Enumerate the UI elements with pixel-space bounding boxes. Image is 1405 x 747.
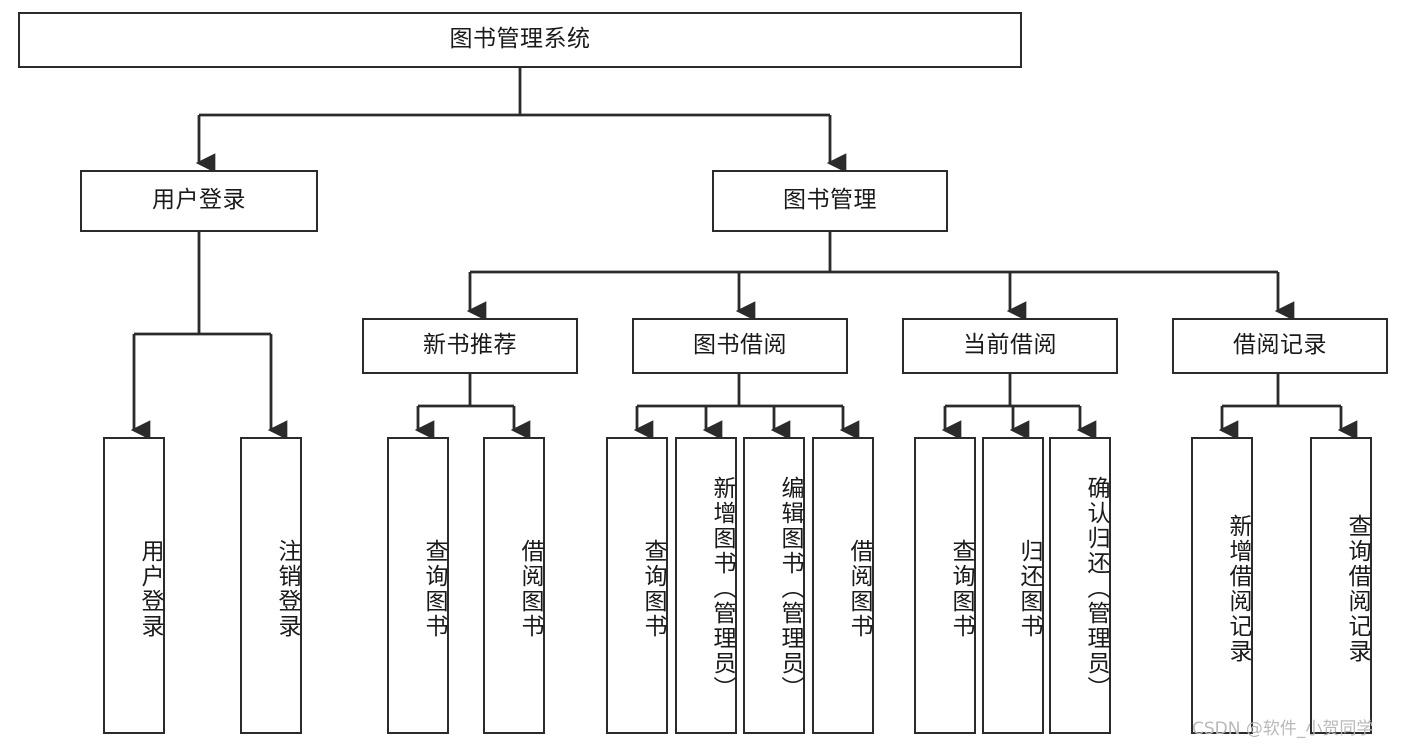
leaf-new-book-query[interactable]: 查询图书 xyxy=(387,437,449,734)
node-current-borrow[interactable]: 当前借阅 xyxy=(902,318,1118,374)
node-current-borrow-label: 当前借阅 xyxy=(963,332,1057,359)
node-borrow-record-label: 借阅记录 xyxy=(1233,332,1327,359)
leaf-book-borrow-edit[interactable]: 编辑图书（管理员） xyxy=(743,437,805,734)
leaf-borrow-record-add[interactable]: 新增借阅记录 xyxy=(1191,437,1253,734)
leaf-current-borrow-return[interactable]: 归还图书 xyxy=(982,437,1044,734)
leaf-current-borrow-query[interactable]: 查询图书 xyxy=(914,437,976,734)
leaf-book-borrow-add-label: 新增图书（管理员） xyxy=(709,476,735,701)
watermark: CSDN @软件_小贺同学 xyxy=(1192,719,1374,739)
leaf-current-borrow-confirm[interactable]: 确认归还（管理员） xyxy=(1049,437,1111,734)
leaf-borrow-record-query[interactable]: 查询借阅记录 xyxy=(1310,437,1372,734)
node-book-manage-label: 图书管理 xyxy=(783,187,877,214)
leaf-new-book-borrow[interactable]: 借阅图书 xyxy=(483,437,545,734)
node-borrow-record[interactable]: 借阅记录 xyxy=(1172,318,1388,374)
leaf-borrow-record-add-label: 新增借阅记录 xyxy=(1225,513,1251,664)
leaf-book-borrow-add[interactable]: 新增图书（管理员） xyxy=(675,437,737,734)
leaf-current-borrow-confirm-label: 确认归还（管理员） xyxy=(1083,476,1109,701)
node-book-manage[interactable]: 图书管理 xyxy=(712,170,948,232)
node-root[interactable]: 图书管理系统 xyxy=(18,12,1022,68)
node-new-book-recommend-label: 新书推荐 xyxy=(423,332,517,359)
leaf-user-login-logout-label: 注销登录 xyxy=(274,538,300,639)
leaf-user-login-logout[interactable]: 注销登录 xyxy=(240,437,302,734)
node-new-book-recommend[interactable]: 新书推荐 xyxy=(362,318,578,374)
leaf-book-borrow-lend[interactable]: 借阅图书 xyxy=(812,437,874,734)
node-book-borrow[interactable]: 图书借阅 xyxy=(632,318,848,374)
leaf-current-borrow-return-label: 归还图书 xyxy=(1016,538,1042,639)
node-root-label: 图书管理系统 xyxy=(449,26,591,53)
leaf-book-borrow-lend-label: 借阅图书 xyxy=(846,538,872,639)
leaf-user-login-login-label: 用户登录 xyxy=(137,538,163,639)
node-user-login[interactable]: 用户登录 xyxy=(80,170,318,232)
node-user-login-label: 用户登录 xyxy=(152,187,246,214)
leaf-book-borrow-query-label: 查询图书 xyxy=(640,538,666,639)
leaf-new-book-query-label: 查询图书 xyxy=(421,538,447,639)
node-book-borrow-label: 图书借阅 xyxy=(693,332,787,359)
leaf-borrow-record-query-label: 查询借阅记录 xyxy=(1344,513,1370,664)
leaf-current-borrow-query-label: 查询图书 xyxy=(948,538,974,639)
leaf-book-borrow-query[interactable]: 查询图书 xyxy=(606,437,668,734)
leaf-book-borrow-edit-label: 编辑图书（管理员） xyxy=(777,476,803,701)
leaf-user-login-login[interactable]: 用户登录 xyxy=(103,437,165,734)
leaf-new-book-borrow-label: 借阅图书 xyxy=(517,538,543,639)
